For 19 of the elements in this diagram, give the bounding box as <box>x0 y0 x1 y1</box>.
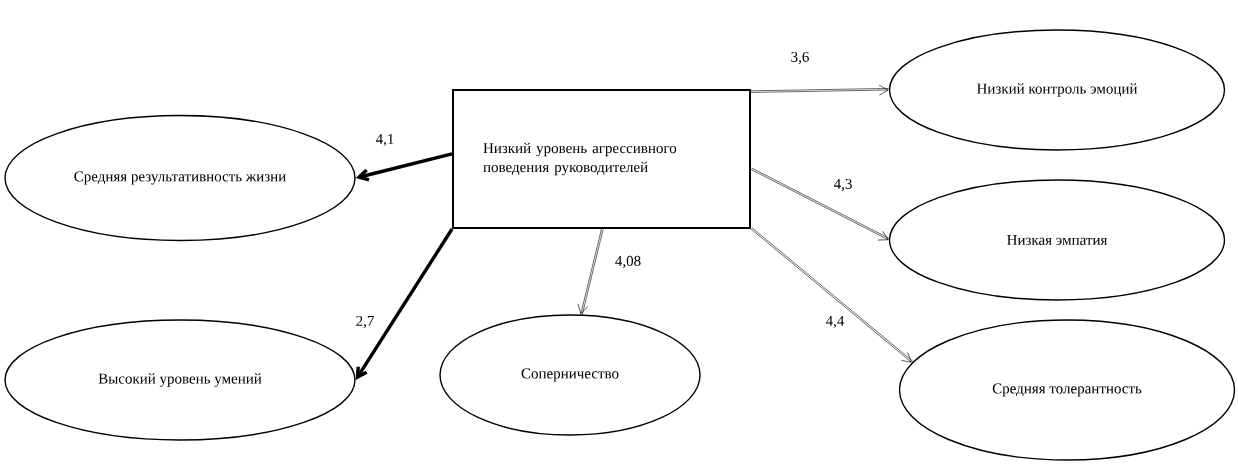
arrow <box>750 227 914 363</box>
ellipse-node: Высокий уровень умений <box>4 319 356 441</box>
edge-label: 3,6 <box>789 50 811 66</box>
ellipse-node: Средняя толерантность <box>898 319 1236 461</box>
process-box: Низкий уровень агрессивного поведения руководителей <box>452 89 751 229</box>
edge-label: 4,3 <box>832 177 854 193</box>
edge-label: 2,7 <box>354 314 376 330</box>
arrow <box>355 152 453 182</box>
ellipse-node: Соперничество <box>439 314 701 436</box>
edge-label: 4,4 <box>824 314 846 330</box>
arrow <box>577 228 604 316</box>
arrow <box>355 228 454 380</box>
arrow <box>750 84 890 96</box>
edge-label: 4,1 <box>374 132 396 148</box>
ellipse-node: Низкая эмпатия <box>888 179 1226 301</box>
ellipse-node: Средняя результативность жизни <box>4 114 356 242</box>
edge-label: 4,08 <box>613 254 643 270</box>
ellipse-node: Низкий контроль эмоций <box>888 29 1226 151</box>
arrow <box>750 167 890 241</box>
